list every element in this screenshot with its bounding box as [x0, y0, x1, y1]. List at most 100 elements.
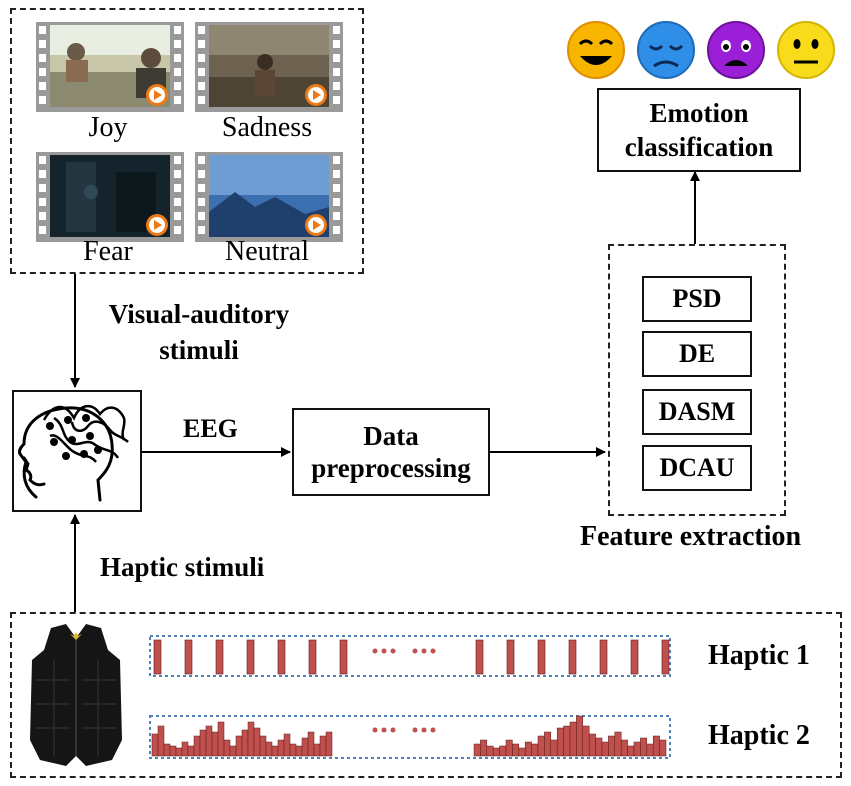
- feature-extraction-panel: [608, 244, 786, 516]
- haptic-2-segment: [175, 747, 183, 757]
- haptic-1-pulse: [184, 639, 193, 675]
- haptic-2-segment: [289, 743, 297, 757]
- haptic-2-segment: [480, 739, 488, 757]
- happy-face-icon: [567, 21, 625, 79]
- preprocessing-line1: Data: [363, 421, 419, 451]
- haptic-2-segment: [569, 721, 577, 757]
- data-preprocessing-box: Data preprocessing: [292, 408, 490, 496]
- haptic-2-segment: [253, 727, 261, 757]
- haptic-panel: [10, 612, 842, 778]
- haptic-2-segment: [646, 743, 654, 757]
- movie-thumbnail-sadness: [195, 22, 343, 112]
- movie-label-neutral: Neutral: [225, 236, 309, 267]
- haptic-1-pulse: [246, 639, 255, 675]
- haptic-2-segment: [247, 721, 255, 757]
- haptic-2-segment: [652, 735, 660, 757]
- movie-label-joy: Joy: [88, 112, 128, 143]
- haptic-2-segment: [512, 743, 520, 757]
- haptic-1-ellipsis: [372, 648, 436, 654]
- haptic-2-segment: [499, 745, 507, 757]
- haptic-2-segment: [205, 725, 213, 757]
- haptic-2-segment: [229, 745, 237, 757]
- haptic-2-segment: [307, 731, 315, 757]
- haptic-2-segment: [627, 745, 635, 757]
- haptic-2-segment: [595, 737, 603, 757]
- haptic-2-ellipsis: [372, 727, 436, 733]
- haptic-2-frame: [149, 715, 671, 759]
- haptic-2-segment: [537, 735, 545, 757]
- haptic-2-segment: [295, 745, 303, 757]
- haptic-1-pulse: [599, 639, 608, 675]
- haptic-stimuli-label: Haptic stimuli: [100, 552, 265, 582]
- haptic-2-segment: [614, 731, 622, 757]
- haptic-2-segment: [582, 725, 590, 757]
- classification-line1: Emotion: [649, 98, 749, 128]
- haptic-1-pulse: [537, 639, 546, 675]
- haptic-1-pulse: [153, 639, 162, 675]
- haptic-2-segment: [492, 747, 500, 757]
- feature-extraction-caption: Feature extraction: [580, 521, 802, 552]
- haptic-2-segment: [181, 741, 189, 757]
- haptic-2-segment: [277, 739, 285, 757]
- haptic-2-segment: [223, 739, 231, 757]
- fear-face-icon: [707, 21, 765, 79]
- haptic-2-segment: [608, 735, 616, 757]
- haptic-1-pulse: [308, 639, 317, 675]
- haptic-1-pulse: [506, 639, 515, 675]
- haptic-2-segment: [518, 747, 526, 757]
- feature-dcau: DCAU: [642, 445, 752, 491]
- movie-label-sadness: Sadness: [221, 112, 313, 143]
- haptic-1-pulse: [661, 639, 670, 675]
- eeg-head-box: [12, 390, 142, 512]
- preprocessing-line2: preprocessing: [311, 453, 471, 483]
- haptic-2-segment: [241, 729, 249, 757]
- movie-thumbnail-fear: [36, 152, 184, 242]
- emotion-emojis: [567, 21, 835, 79]
- haptic-2-segment: [601, 741, 609, 757]
- haptic-2-label: Haptic 2: [708, 720, 810, 751]
- haptic-2-segment: [301, 737, 309, 757]
- haptic-1-pulse: [277, 639, 286, 675]
- haptic-1-pulse: [215, 639, 224, 675]
- haptic-1-pulse: [475, 639, 484, 675]
- haptic-2-segment: [531, 743, 539, 757]
- emotion-classification-box: Emotion classification: [597, 88, 801, 172]
- haptic-2-segment: [505, 739, 513, 757]
- movie-thumbnail-joy: [36, 22, 184, 112]
- haptic-2-segment: [325, 731, 333, 757]
- haptic-1-pulse: [630, 639, 639, 675]
- haptic-2-segment: [235, 735, 243, 757]
- haptic-2-segment: [640, 737, 648, 757]
- haptic-2-segment: [157, 725, 165, 757]
- haptic-2-segment: [151, 733, 159, 757]
- haptic-2-segment: [283, 733, 291, 757]
- haptic-2-segment: [550, 739, 558, 757]
- haptic-2-segment: [217, 721, 225, 757]
- eeg-label: EEG: [183, 414, 238, 443]
- classification-line2: classification: [624, 132, 774, 162]
- movie-stimuli-panel: [10, 8, 364, 274]
- haptic-2-segment: [187, 745, 195, 757]
- haptic-1-label: Haptic 1: [708, 640, 810, 671]
- haptic-2-segment: [211, 731, 219, 757]
- haptic-2-segment: [633, 741, 641, 757]
- feature-dasm: DASM: [642, 389, 752, 435]
- visual-auditory-line1: Visual-auditory: [108, 299, 290, 329]
- feature-psd: PSD: [642, 276, 752, 322]
- haptic-2-segment: [576, 715, 584, 757]
- haptic-2-segment: [544, 731, 552, 757]
- visual-auditory-stimuli-label: Visual-auditory stimuli: [94, 296, 304, 368]
- neutral-face-icon: [777, 21, 835, 79]
- haptic-1-frame: [149, 635, 671, 677]
- haptic-2-segment: [556, 727, 564, 757]
- haptic-2-segment: [193, 735, 201, 757]
- head-eeg-icon: [18, 405, 129, 502]
- haptic-1-pulse: [339, 639, 348, 675]
- haptic-1-pulse: [568, 639, 577, 675]
- haptic-2-segment: [473, 743, 481, 757]
- haptic-2-segment: [588, 733, 596, 757]
- sad-face-icon: [637, 21, 695, 79]
- haptic-2-segment: [199, 729, 207, 757]
- movie-label-fear: Fear: [83, 236, 133, 267]
- haptic-vest-icon: [30, 624, 122, 766]
